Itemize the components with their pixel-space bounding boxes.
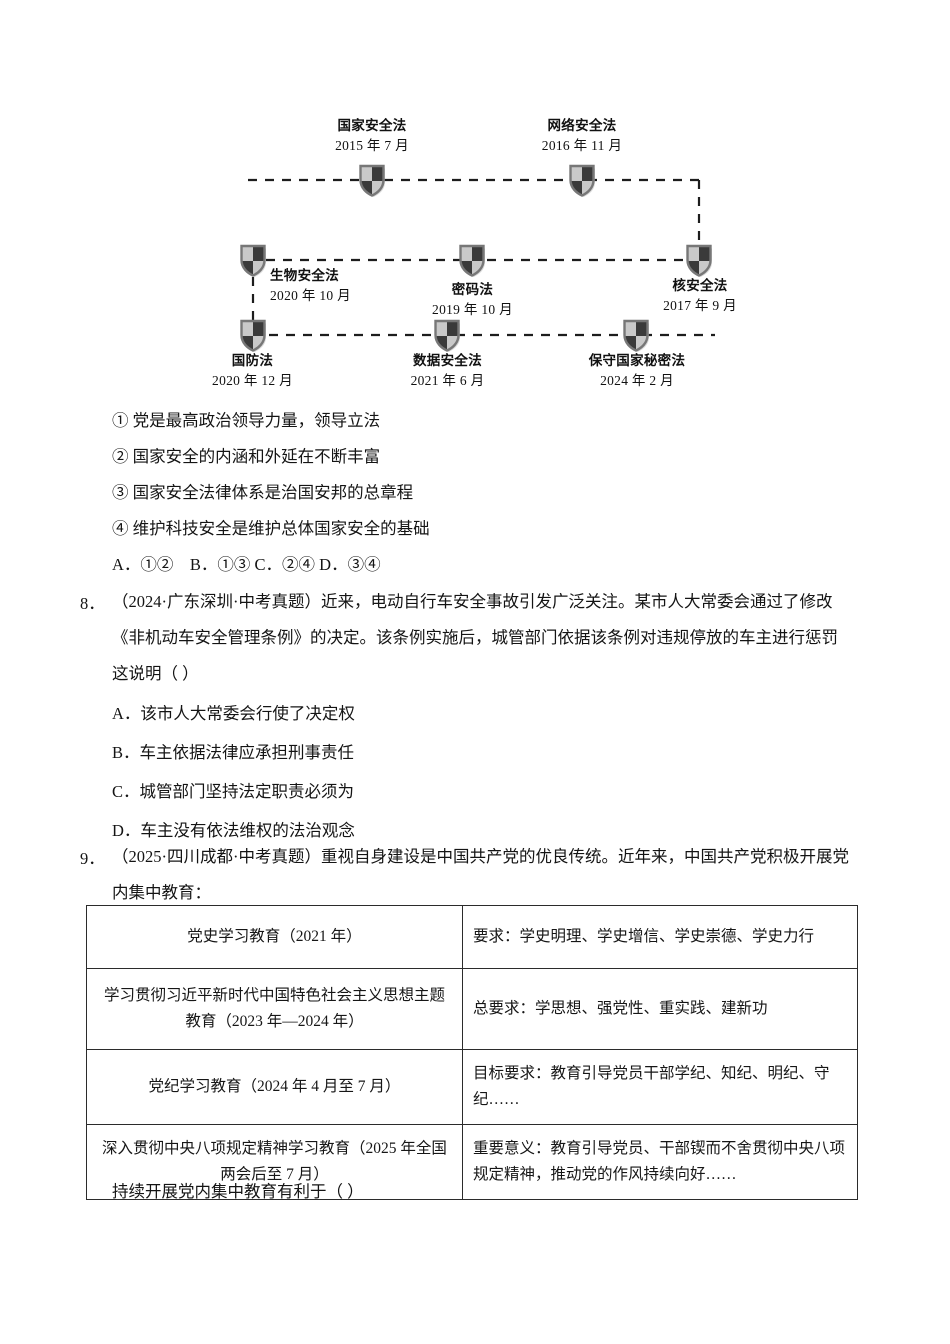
q8-option-c[interactable]: C．城管部门坚持法定职责必须为	[112, 782, 355, 801]
q8-option-d[interactable]: D．车主没有依法维权的法治观念	[112, 821, 355, 840]
q8-number: 8．	[80, 594, 105, 613]
q7-statement-2: ② 国家安全的内涵和外延在不断丰富	[112, 447, 381, 466]
q9-closing-line: 持续开展党内集中教育有利于（ ）	[112, 1182, 364, 1201]
q8-body-line-1: （2024·广东深圳·中考真题）近来，电动自行车安全事故引发广泛关注。某市人大常…	[112, 592, 833, 611]
table-row: 党史学习教育（2021 年） 要求：学史明理、学史增信、学史崇德、学史力行	[86, 905, 858, 969]
table-cell-requirement: 要求：学史明理、学史增信、学史崇德、学史力行	[462, 905, 858, 969]
q8-option-a[interactable]: A．该市人大常委会行使了决定权	[112, 704, 355, 723]
timeline-node-label: 密码法 2019 年 10 月	[432, 282, 513, 317]
table-row: 深入贯彻中央八项规定精神学习教育（2025 年全国两会后至 7 月） 重要意义：…	[86, 1124, 858, 1200]
shield-icon	[238, 318, 268, 352]
shield-icon	[621, 318, 651, 352]
timeline-node-label: 保守国家秘密法 2024 年 2 月	[588, 353, 686, 388]
q9-body-line-1: （2025·四川成都·中考真题）重视自身建设是中国共产党的优良传统。近年来，中国…	[112, 847, 849, 866]
table-cell-program: 学习贯彻习近平新时代中国特色社会主义思想主题教育（2023 年—2024 年）	[86, 968, 463, 1050]
timeline-node-label: 网络安全法 2016 年 11 月	[541, 118, 623, 153]
q7-choices[interactable]: A．①② B．①③ C．②④ D．③④	[112, 555, 381, 574]
table-cell-requirement: 总要求：学思想、强党性、重实践、建新功	[462, 968, 858, 1050]
timeline-node-label: 核安全法 2017 年 9 月	[663, 278, 737, 313]
timeline-node-label: 国防法 2020 年 12 月	[212, 353, 293, 388]
q9-number: 9．	[80, 849, 105, 868]
national-security-law-timeline: 国家安全法 2015 年 7 月 网络安全法 2016 年 11 月	[212, 108, 737, 393]
q8-option-b[interactable]: B．车主依据法律应承担刑事责任	[112, 743, 355, 762]
table-cell-requirement: 目标要求：教育引导党员干部学纪、知纪、明纪、守纪……	[462, 1049, 858, 1125]
timeline-node-label: 数据安全法 2021 年 6 月	[410, 353, 485, 388]
table-row: 党纪学习教育（2024 年 4 月至 7 月） 目标要求：教育引导党员干部学纪、…	[86, 1049, 858, 1125]
q9-body-line-2: 内集中教育：	[112, 883, 211, 902]
timeline-node-label: 国家安全法 2015 年 7 月	[335, 118, 409, 153]
table-cell-requirement: 重要意义：教育引导党员、干部锲而不舍贯彻中央八项规定精神，推动党的作风持续向好……	[462, 1124, 858, 1200]
shield-icon	[684, 243, 714, 277]
table-cell-program: 党史学习教育（2021 年）	[86, 905, 463, 969]
shield-icon	[432, 318, 462, 352]
q7-statement-1: ① 党是最高政治领导力量，领导立法	[112, 411, 381, 430]
q7-statement-3: ③ 国家安全法律体系是治国安邦的总章程	[112, 483, 414, 502]
shield-icon	[567, 163, 597, 197]
table-row: 学习贯彻习近平新时代中国特色社会主义思想主题教育（2023 年—2024 年） …	[86, 968, 858, 1050]
shield-icon	[457, 243, 487, 277]
shield-icon	[357, 163, 387, 197]
q8-body-line-2: 《非机动车安全管理条例》的决定。该条例实施后，城管部门依据该条例对违规停放的车主…	[112, 628, 838, 647]
table-cell-program: 深入贯彻中央八项规定精神学习教育（2025 年全国两会后至 7 月）	[86, 1124, 463, 1200]
timeline-node-label: 生物安全法 2020 年 10 月	[270, 268, 351, 303]
table-cell-program: 党纪学习教育（2024 年 4 月至 7 月）	[86, 1049, 463, 1125]
q7-statement-4: ④ 维护科技安全是维护总体国家安全的基础	[112, 519, 430, 538]
q8-body-line-3: 这说明（ ）	[112, 664, 199, 683]
party-education-table: 党史学习教育（2021 年） 要求：学史明理、学史增信、学史崇德、学史力行 学习…	[86, 905, 858, 1200]
shield-icon	[238, 243, 268, 277]
